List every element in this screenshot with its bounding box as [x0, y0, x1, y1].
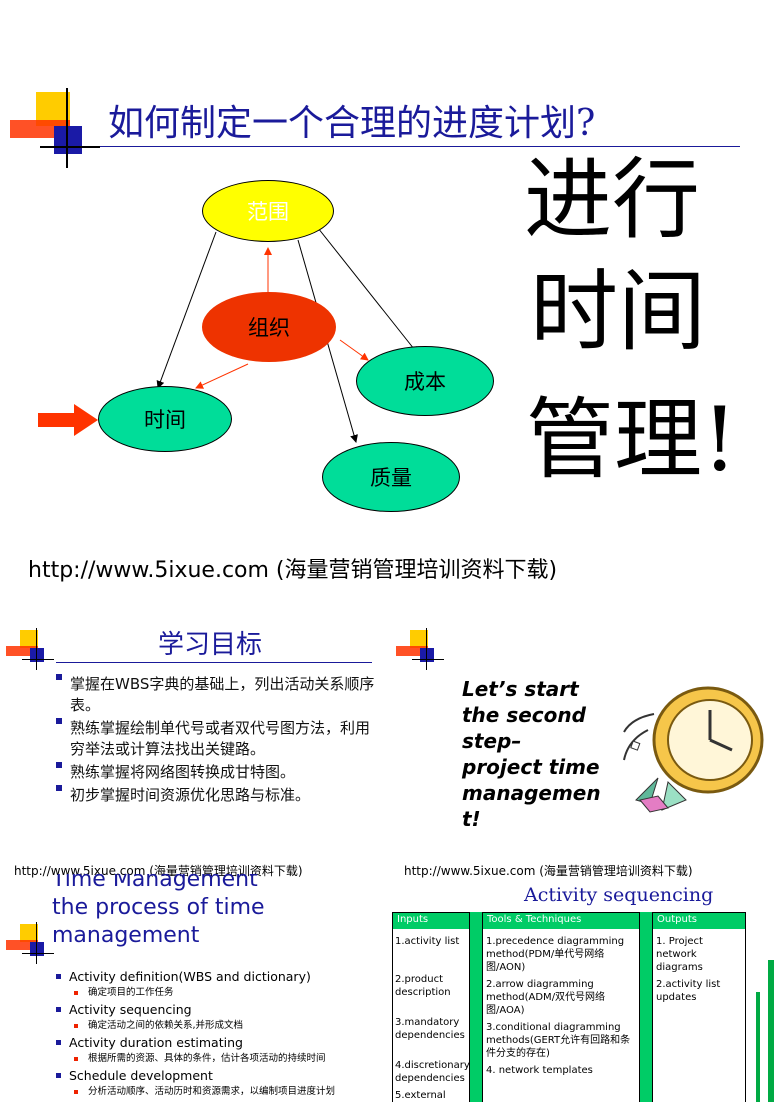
slide-5: Activity sequencing Inputs 1.activity li…: [392, 874, 780, 1102]
text-line: managemen: [462, 781, 601, 805]
arrow-org-to-time: [195, 363, 249, 389]
decorative-bar: [756, 992, 760, 1102]
inputs-column: Inputs 1.activity list 2.product descrip…: [392, 912, 470, 1102]
slide-1-title: 如何制定一个合理的进度计划?: [108, 103, 596, 144]
title-underline: [100, 146, 740, 147]
title-underline: [56, 662, 372, 663]
title-line: the process of time: [52, 895, 265, 920]
big-text-3: 管理!: [526, 388, 738, 491]
connector-bar: [640, 912, 652, 1102]
input-item: 4.discretionary dependencies: [395, 1060, 470, 1084]
slide-3: Let’s start the second step– project tim…: [392, 600, 780, 878]
title-line: management: [52, 923, 200, 948]
slide-3-text: Let’s start the second step– project tim…: [462, 676, 601, 832]
flying-clock-icon: [623, 686, 764, 813]
list-subitem: 分析活动顺序、活动历时和资源需求，以编制项目进度计划: [56, 1084, 386, 1100]
objectives-list: 掌握在WBS字典的基础上，列出活动关系顺序表。 熟练掌握绘制单代号或者双代号图方…: [56, 674, 376, 806]
tools-header: Tools & Techniques: [483, 913, 639, 929]
text-line: the second: [462, 703, 586, 727]
inputs-header: Inputs: [393, 913, 469, 929]
list-item: 熟练掌握将网络图转换成甘特图。: [56, 762, 376, 783]
slide-2: 学习目标 掌握在WBS字典的基础上，列出活动关系顺序表。 熟练掌握绘制单代号或者…: [0, 600, 390, 878]
output-item: 1. Project network diagrams: [656, 936, 703, 973]
list-subitem: 确定活动之间的依赖关系,并形成文档: [56, 1018, 386, 1034]
tools-column: Tools & Techniques 1.precedence diagramm…: [482, 912, 640, 1102]
tool-item: 2.arrow diagramming method(ADM/双代号网络图/AO…: [486, 979, 606, 1016]
list-item: 掌握在WBS字典的基础上，列出活动关系顺序表。: [56, 674, 376, 716]
slide-4-title: Time Management the process of time mana…: [52, 874, 265, 950]
text-line: project time: [462, 755, 600, 779]
tool-item: 1.precedence diagramming method(PDM/单代号网…: [486, 936, 625, 973]
node-time: 时间: [98, 386, 232, 452]
tool-item: 3.conditional diagramming methods(GERT允许…: [486, 1022, 631, 1059]
list-item: Activity duration estimating: [56, 1034, 386, 1051]
logo-icon: [6, 628, 54, 670]
pointer-arrow-icon: [38, 404, 98, 436]
connector-bar: [470, 912, 482, 1102]
list-item: Activity definition(WBS and dictionary): [56, 968, 386, 985]
relationship-arrows: [156, 227, 419, 443]
input-item: 5.external: [395, 1090, 446, 1101]
slide-2-footer: http://www.5ixue.com (海量营销管理培训资料下载): [14, 864, 303, 878]
text-line: step–: [462, 729, 522, 753]
outputs-column: Outputs 1. Project network diagrams 2.ac…: [652, 912, 746, 1102]
slide-3-footer: http://www.5ixue.com (海量营销管理培训资料下载): [404, 864, 693, 878]
input-item: 1.activity list: [395, 936, 460, 947]
input-item: 2.product description: [395, 974, 451, 998]
logo-icon: [10, 88, 100, 168]
node-cost: 成本: [356, 346, 494, 416]
decorative-bar: [768, 960, 774, 1102]
list-item: 初步掌握时间资源优化思路与标准。: [56, 785, 376, 806]
list-item: Schedule development: [56, 1067, 386, 1084]
logo-icon: [6, 922, 54, 964]
text-line: Let’s start: [462, 677, 579, 701]
slide-1: 如何制定一个合理的进度计划? 范围 组织 成本 时间 质量 进行 时间 管理! …: [10, 88, 740, 583]
arrow-scope-to-cost: [317, 227, 419, 355]
logo-icon: [396, 628, 444, 670]
arrow-scope-to-time: [156, 231, 217, 389]
list-subitem: 确定项目的工作任务: [56, 985, 386, 1001]
input-item: 3.mandatory dependencies: [395, 1017, 465, 1041]
outputs-header: Outputs: [653, 913, 745, 929]
slide-1-footer: http://www.5ixue.com (海量营销管理培训资料下载): [28, 558, 558, 583]
output-item: 2.activity list updates: [656, 979, 721, 1003]
text-line: t!: [462, 807, 481, 831]
node-quality: 质量: [322, 442, 460, 512]
node-scope: 范围: [202, 180, 334, 242]
slide-4: Time Management the process of time mana…: [0, 874, 390, 1102]
list-subitem: 根据所需的资源、具体的条件，估计各项活动的持续时间: [56, 1051, 386, 1067]
big-text-1: 进行: [524, 148, 701, 251]
node-org: 组织: [202, 292, 336, 362]
list-item: 熟练掌握绘制单代号或者双代号图方法，利用穷举法或计算法找出关键路。: [56, 718, 376, 760]
process-list: Activity definition(WBS and dictionary) …: [56, 968, 386, 1100]
arrow-org-to-cost: [339, 339, 369, 361]
tool-item: 4. network templates: [486, 1065, 593, 1076]
title-line: Time Management: [52, 874, 258, 892]
slide-2-title: 学习目标: [158, 630, 263, 660]
big-text-2: 时间: [530, 260, 707, 363]
slide-5-title: Activity sequencing: [524, 884, 714, 906]
list-item: Activity sequencing: [56, 1001, 386, 1018]
